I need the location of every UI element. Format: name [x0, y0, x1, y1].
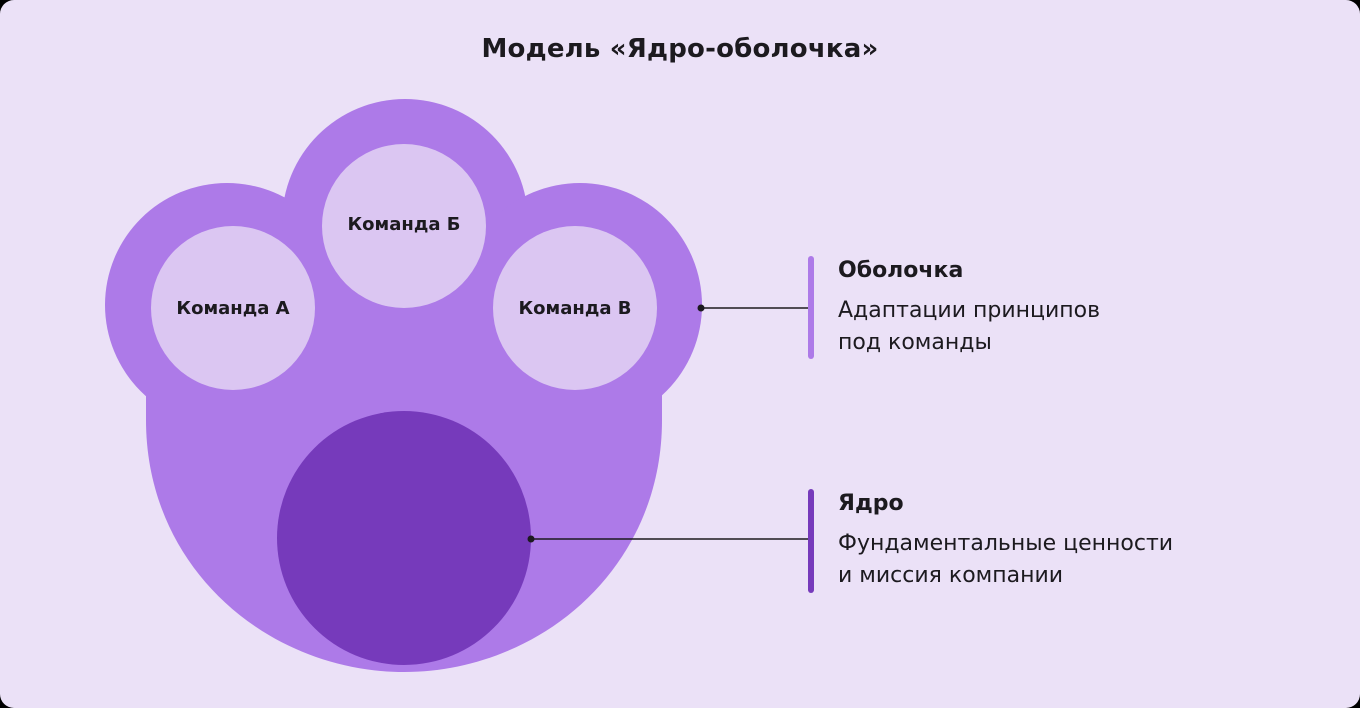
legend-shell: Оболочка Адаптации принципов под команды — [808, 256, 1228, 360]
legend-core-desc-line: Фундаментальные ценности — [838, 531, 1174, 556]
team-b-label: Команда Б — [347, 214, 460, 235]
legend-shell-heading: Оболочка — [838, 258, 964, 283]
core-connector — [527, 535, 808, 543]
legend-shell-description: Адаптации принципов под команды — [838, 295, 1100, 359]
legend-core-bar — [808, 489, 814, 593]
legend-shell-desc-line: под команды — [838, 330, 992, 355]
team-v-circle: Команда В — [493, 226, 657, 390]
legend-core-description: Фундаментальные ценности и миссия компан… — [838, 528, 1173, 592]
core-circle — [277, 411, 531, 665]
team-v-label: Команда В — [518, 298, 631, 319]
legend-shell-desc-line: Адаптации принципов — [838, 298, 1101, 323]
team-b-circle: Команда Б — [322, 144, 486, 308]
legend-core-desc-line: и миссия компании — [838, 563, 1064, 588]
team-a-circle: Команда А — [151, 226, 315, 390]
legend-core: Ядро Фундаментальные ценности и миссия к… — [808, 489, 1248, 593]
team-a-label: Команда А — [176, 298, 289, 319]
legend-shell-bar — [808, 256, 814, 359]
diagram-title: Модель «Ядро-оболочка» — [481, 34, 879, 64]
shell-connector — [697, 304, 808, 312]
legend-core-heading: Ядро — [838, 491, 904, 516]
